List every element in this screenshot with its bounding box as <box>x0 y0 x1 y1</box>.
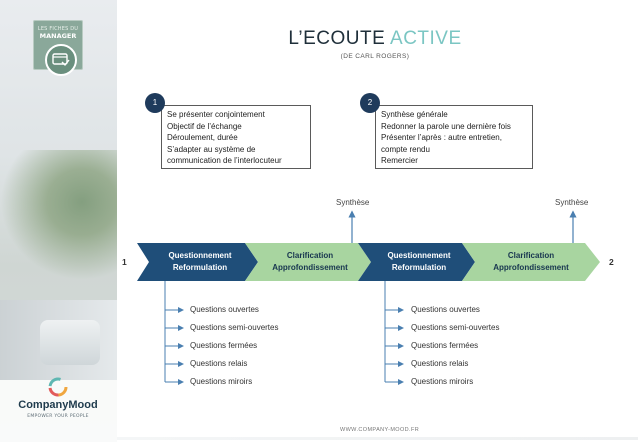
step-2-line: Redonner la parole une dernière fois <box>381 121 511 131</box>
page-subtitle: (DE CARL ROGERS) <box>340 53 410 60</box>
question-left-item: Questions fermées <box>190 341 258 350</box>
logo-tagline: EMPOWER YOUR PEOPLE <box>27 414 89 419</box>
step-1-line: Se présenter conjointement <box>167 110 265 119</box>
step-number-1: 1 <box>145 93 165 113</box>
page-title: L’ECOUTE ACTIVE <box>250 28 500 50</box>
left-question-connector <box>164 281 184 385</box>
badge-small-text: LES FICHES DU <box>37 26 79 32</box>
step-box-1: Se présenter conjointement Objectif de l… <box>161 105 311 169</box>
segment-label-2: Clarification Approfondissement <box>258 250 362 274</box>
segment-questionnement-2 <box>358 243 475 281</box>
synthesis-label-1: Synthèse <box>336 198 370 207</box>
synthesis-label-2: Synthèse <box>555 198 589 207</box>
step-2-line: Synthèse générale <box>381 110 448 119</box>
segment-label-3: Questionnement Reformulation <box>370 250 468 274</box>
step-1-line: Objectif de l’échange <box>167 121 242 131</box>
question-right-item: Questions fermées <box>411 341 479 350</box>
card-icon <box>45 44 77 76</box>
segment-4-line2: Approfondissement <box>493 263 569 272</box>
question-left-item: Questions miroirs <box>190 377 253 386</box>
title-accent: ACTIVE <box>390 28 462 49</box>
step-number-2: 2 <box>360 93 380 113</box>
step-box-2: Synthèse générale Redonner la parole une… <box>375 105 533 169</box>
company-logo: CompanyMood EMPOWER YOUR PEOPLE <box>14 377 102 425</box>
question-right-item: Questions miroirs <box>411 377 474 386</box>
segment-label-1: Questionnement Reformulation <box>150 250 250 274</box>
logo-mark-icon <box>48 377 68 397</box>
step-1-line: S’adapter au système de <box>167 144 256 154</box>
sidebar-photo: LES FICHES DU MANAGER CompanyMood EMPOWE… <box>0 0 117 442</box>
segment-2-line2: Approfondissement <box>272 263 348 272</box>
logo-name: CompanyMood <box>18 399 98 411</box>
segment-1-line1: Questionnement <box>168 251 232 260</box>
step-1-line: Déroulement, durée <box>167 133 238 143</box>
title-main: L’ECOUTE <box>288 28 386 49</box>
question-right-item: Questions semi-ouvertes <box>411 323 500 332</box>
logo-backdrop <box>0 380 117 442</box>
footer-divider <box>117 437 638 440</box>
plant-blur <box>0 150 117 280</box>
segment-3-line2: Reformulation <box>391 263 447 272</box>
step-1-line: communication de l’interlocuteur <box>167 156 282 166</box>
band-start-label: 1 <box>122 257 127 267</box>
band-end-label: 2 <box>609 257 614 267</box>
segment-label-4: Clarification Approfondissement <box>475 250 587 274</box>
segment-2-line1: Clarification <box>286 251 334 260</box>
segment-4-line1: Clarification <box>507 251 555 260</box>
step-2-line: compte rendu <box>381 144 430 154</box>
segment-3-line1: Questionnement <box>387 251 451 260</box>
footer-url[interactable]: WWW.COMPANY-MOOD.FR <box>340 427 420 433</box>
question-left-item: Questions ouvertes <box>190 305 259 314</box>
question-right-item: Questions relais <box>411 359 469 368</box>
badge-main-text: MANAGER <box>39 32 77 40</box>
step-2-line: Remercier <box>381 156 418 166</box>
question-right-item: Questions ouvertes <box>411 305 480 314</box>
segment-clarification-1 <box>245 243 371 281</box>
question-left-item: Questions semi-ouvertes <box>190 323 279 332</box>
cup-blur <box>40 320 100 365</box>
segment-questionnement-1 <box>137 243 258 281</box>
question-left-item: Questions relais <box>190 359 248 368</box>
step-2-line: Présenter l’après : autre entretien, <box>381 133 502 143</box>
right-question-connector <box>384 281 404 385</box>
segment-1-line2: Reformulation <box>172 263 228 272</box>
segment-clarification-2 <box>462 243 600 281</box>
